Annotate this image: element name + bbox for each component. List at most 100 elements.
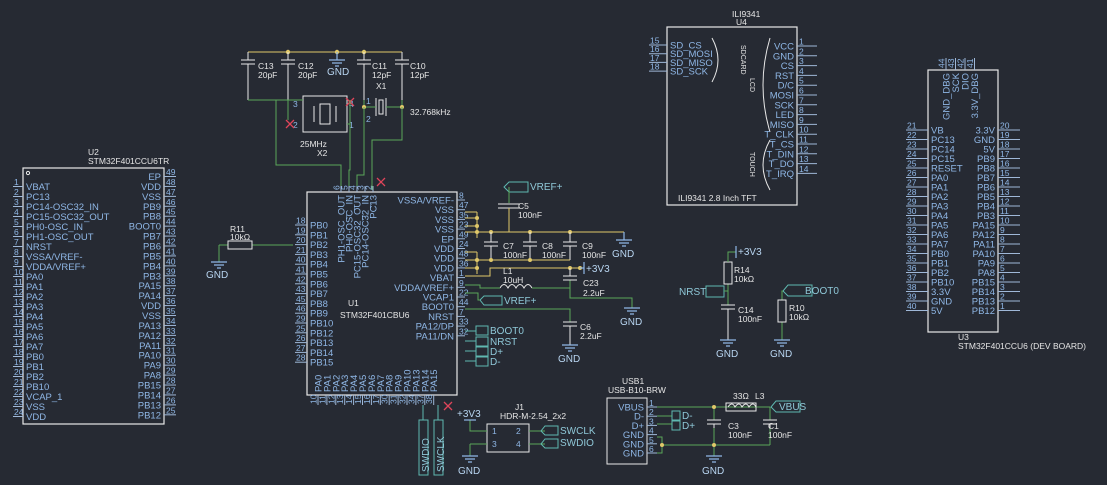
u3-pin-pb9: PB9 xyxy=(977,154,995,165)
u3-pin-num-2: 2 xyxy=(1000,292,1005,302)
junction xyxy=(475,224,479,228)
dplus-label: D+ xyxy=(682,421,695,432)
u1-pin-num-29: 29 xyxy=(296,314,306,324)
junction xyxy=(712,443,716,447)
gnd-symbol xyxy=(616,232,632,247)
u3-pin-num-26: 26 xyxy=(907,168,917,178)
gnd-label: GND xyxy=(558,354,580,365)
u1-pin-vdd: VDD xyxy=(434,254,454,265)
nrst-network[interactable]: NRST +3V3 R14 10kΩ C14 100nF GND xyxy=(679,246,762,360)
usb1-pin-vbus: VBUS xyxy=(618,403,644,414)
u1-pin-vss: VSS xyxy=(435,215,454,226)
u1-ref: U1 xyxy=(348,298,359,308)
u1-value: STM32F401CBU6 xyxy=(340,310,410,320)
dplus-flag xyxy=(465,346,489,357)
u2-pin-num-36: 36 xyxy=(166,296,176,306)
l1-value: 10uH xyxy=(503,275,523,285)
u2-pin-pa3: PA3 xyxy=(26,302,43,313)
x2-pin-2: 2 xyxy=(293,120,298,130)
dminus-label: D- xyxy=(490,357,501,368)
u2-pin-num-37: 37 xyxy=(166,286,176,296)
r11-resistor[interactable]: R11 10kΩ GND xyxy=(206,224,293,281)
u2-pin-pa2: PA2 xyxy=(26,292,43,303)
u1-pin-vdd: VDD xyxy=(434,263,454,274)
u1-net-flags[interactable]: BOOT0 NRST D+ D- xyxy=(465,325,524,368)
u2-pin-pa6: PA6 xyxy=(26,332,43,343)
u4-pin-num-9: 9 xyxy=(799,115,804,125)
usb1-ref: USB1 xyxy=(622,376,644,386)
c1-ref: C1 xyxy=(768,421,779,431)
u2-pin-num-19: 19 xyxy=(14,357,24,367)
j1-header[interactable]: J1 HDR-M-2.54_2x2 1 2 3 4 +3V3 GND SWCLK… xyxy=(457,402,596,477)
vref-label: VREF+ xyxy=(504,296,537,307)
swdio-flag xyxy=(540,438,559,449)
c7-value: 100nF xyxy=(503,250,527,260)
u2-pin-num-2: 2 xyxy=(14,187,19,197)
u2-pin-num-10: 10 xyxy=(14,267,24,277)
u4-pin-num-10: 10 xyxy=(799,125,809,135)
u3-pin-num-14: 14 xyxy=(1000,178,1010,188)
u4-symbol[interactable]: ILI9341 U4 ILI9341 2.8 Inch TFT SDCARD L… xyxy=(649,9,817,206)
gnd-label: GND xyxy=(327,67,349,78)
u3-pin-pb0: PB0 xyxy=(931,249,949,260)
u2-pin-num-13: 13 xyxy=(14,297,24,307)
u4-pin-num-16: 16 xyxy=(650,44,660,54)
u2-pin-nrst: NRST xyxy=(26,242,52,253)
u2-pin-vssa-vref: VSSA/VREF- xyxy=(26,252,83,263)
u1-pin-pa15: PA15 xyxy=(429,369,440,392)
dplus-label: D+ xyxy=(490,347,503,358)
swdio-flag xyxy=(418,405,429,476)
x1-pin-1: 1 xyxy=(366,96,371,106)
c14-cap xyxy=(721,304,735,340)
dminus-flag xyxy=(465,356,489,367)
u2-pin-pb5: PB5 xyxy=(143,251,161,262)
junction xyxy=(475,216,479,220)
r11-wire xyxy=(218,244,293,262)
u1-pin-num-40: 40 xyxy=(296,255,306,265)
swd-flags[interactable]: SWDIO SWCLK xyxy=(418,401,453,476)
u4-pin-rst: RST xyxy=(775,71,794,82)
usb1-pin-d: D+ xyxy=(632,421,645,432)
u3-pin-pb5: PB5 xyxy=(977,192,995,203)
boot0-network[interactable]: BOOT0 R10 10kΩ GND xyxy=(770,284,839,360)
crystal-section[interactable]: GND C13 20pF C12 20pF C11 12pF C10 12pF … xyxy=(241,49,451,190)
u3-pin-pa0: PA0 xyxy=(931,173,948,184)
usb1-pin-gnd: GND xyxy=(623,430,644,441)
u2-pin-pb6: PB6 xyxy=(143,242,161,253)
j1-pin-1: 1 xyxy=(492,426,497,436)
u1-pin-num-34: 34 xyxy=(406,394,416,404)
c12-ref: C12 xyxy=(298,61,314,71)
u2-pin-pc13: PC13 xyxy=(26,192,50,203)
u4-pin-mosi: MOSI xyxy=(770,91,794,102)
c6-value: 2.2uF xyxy=(580,331,602,341)
vss-rail xyxy=(465,208,624,238)
decoupling-network[interactable]: VREF+ C5 100nF GND C7 100nF C8 100nF C9 … xyxy=(465,181,642,365)
gnd-symbol xyxy=(562,344,578,352)
u2-pin-num-18: 18 xyxy=(14,347,24,357)
c11-value: 12pF xyxy=(372,70,391,80)
u3-pin-num-17: 17 xyxy=(1000,149,1010,159)
u1-pin-boot0: BOOT0 xyxy=(422,302,454,313)
usb1-pin-num-1: 1 xyxy=(649,398,654,408)
u1-pin-num-10: 10 xyxy=(309,394,319,404)
junction xyxy=(489,258,493,262)
u3-pin-num-6: 6 xyxy=(1000,254,1005,264)
u3-pin-sck: SCK xyxy=(951,72,962,92)
osc-wire xyxy=(348,124,351,190)
u4-pin-num-12: 12 xyxy=(799,144,809,154)
u1-pin-num-41: 41 xyxy=(296,265,306,275)
u3-pin-vb: VB xyxy=(931,126,944,137)
u2-pin-num-45: 45 xyxy=(166,207,176,217)
u3-pin-num-27: 27 xyxy=(907,178,917,188)
gnd-label: GND xyxy=(620,317,642,328)
u1-pin-num-42: 42 xyxy=(296,274,306,284)
vref-flag xyxy=(479,295,503,306)
l3-ref: L3 xyxy=(755,391,765,401)
j1-body xyxy=(486,423,530,453)
junction xyxy=(475,230,479,234)
